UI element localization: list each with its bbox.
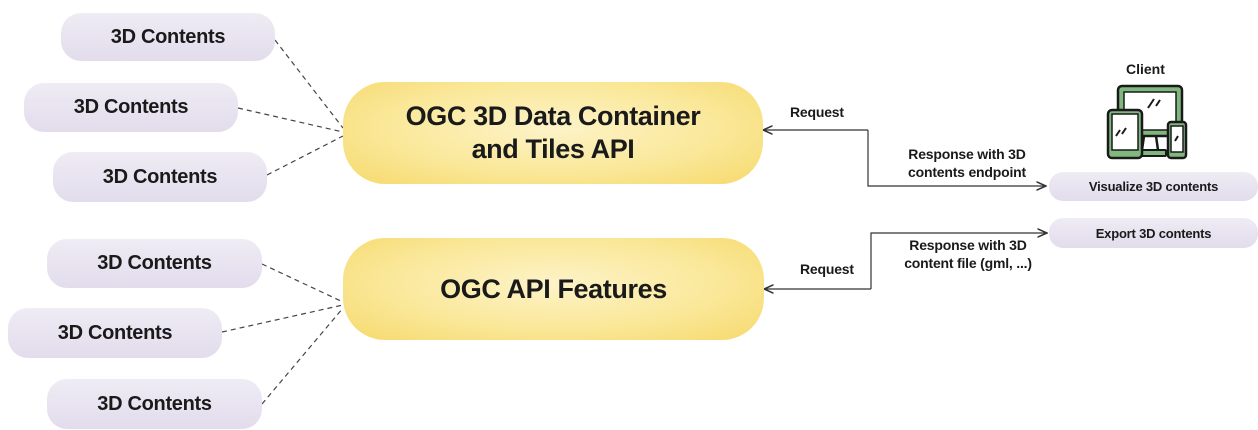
- tiles-response-arrow: [867, 130, 1046, 186]
- content-source-2: 3D Contents: [24, 83, 238, 132]
- features-response-label: Response with 3D content file (gml, ...): [888, 237, 1048, 272]
- dashed-link-features-2: [221, 304, 344, 333]
- features-response-line-1: Response with 3D: [909, 237, 1027, 253]
- devices-icon: [1106, 84, 1188, 160]
- features-response-arrow: [870, 233, 1047, 289]
- content-source-6: 3D Contents: [47, 379, 262, 429]
- tiles-response-line-1: Response with 3D: [908, 146, 1026, 162]
- tiles-request-label: Request: [790, 104, 844, 120]
- visualize-3d-contents-pill: Visualize 3D contents: [1049, 172, 1258, 201]
- dashed-link-features-3: [261, 307, 344, 405]
- ogc-3d-data-container-tiles-api: OGC 3D Data Container and Tiles API: [343, 82, 763, 184]
- content-source-4: 3D Contents: [47, 239, 262, 288]
- api-tiles-line-2: and Tiles API: [471, 134, 635, 164]
- ogc-api-features: OGC API Features: [343, 238, 764, 340]
- tiles-response-label: Response with 3D contents endpoint: [888, 146, 1046, 181]
- dashed-link-tiles-2: [237, 107, 344, 133]
- tiles-response-line-2: contents endpoint: [908, 163, 1026, 180]
- content-source-1: 3D Contents: [61, 13, 275, 61]
- client-title: Client: [1126, 61, 1165, 77]
- content-source-5: 3D Contents: [8, 308, 222, 358]
- features-request-label: Request: [800, 261, 854, 277]
- dashed-link-tiles-3: [266, 135, 344, 176]
- export-3d-contents-pill: Export 3D contents: [1049, 218, 1258, 248]
- dashed-link-tiles-1: [274, 39, 344, 129]
- api-tiles-line-1: OGC 3D Data Container: [405, 101, 701, 132]
- dashed-link-features-1: [261, 263, 344, 303]
- content-source-3: 3D Contents: [53, 152, 267, 202]
- features-response-line-2: content file (gml, ...): [904, 254, 1032, 271]
